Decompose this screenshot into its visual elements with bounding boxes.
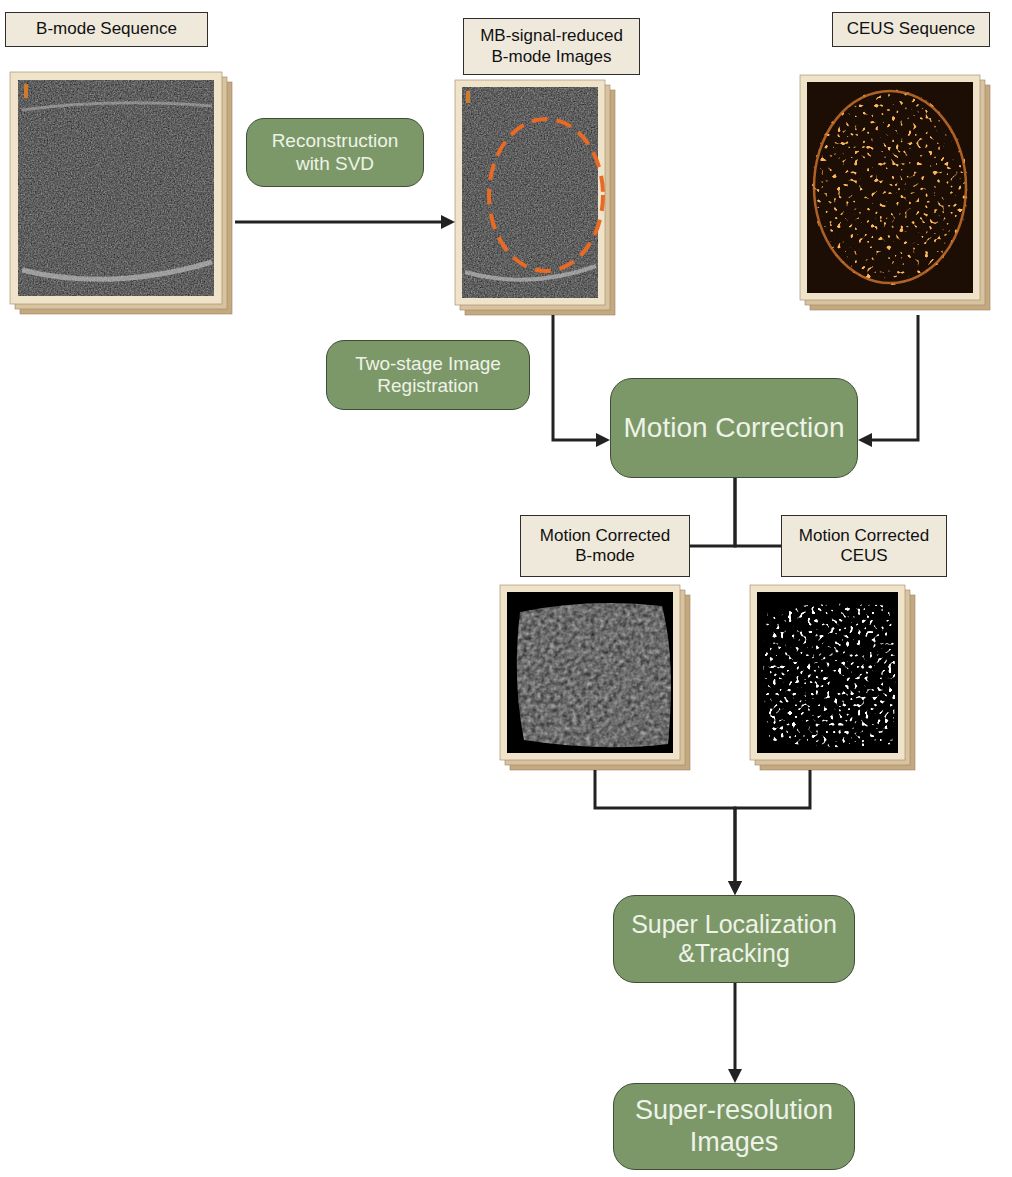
stage-label: Motion Corrected CEUS <box>790 526 938 566</box>
flow-arrow <box>734 983 737 1077</box>
stage-node: MB-signal-reduced B-mode Images <box>455 18 640 315</box>
stage-label: B-mode Sequence <box>36 19 177 39</box>
stack-layer <box>505 590 685 765</box>
process-label: Super Localization &Tracking <box>624 910 844 969</box>
ceus-stack <box>800 75 990 310</box>
roi-outline <box>489 119 603 271</box>
flow-arrow <box>690 478 735 546</box>
stack-frame <box>750 585 905 760</box>
corrected-tissue <box>507 592 673 753</box>
stage-label: Motion Corrected B-mode <box>529 526 681 566</box>
stage-label-box: Motion Corrected B-mode <box>520 515 690 577</box>
stage-label-box: MB-signal-reduced B-mode Images <box>463 18 640 75</box>
stack-frame <box>10 72 222 304</box>
stage-label: MB-signal-reduced B-mode Images <box>472 26 631 66</box>
microbubble-dots <box>807 82 973 293</box>
stack-layer <box>755 590 910 765</box>
process-label: Motion Correction <box>624 411 845 444</box>
probe-marker <box>24 84 28 98</box>
flow-arrow <box>735 478 781 546</box>
tissue-band <box>22 262 212 279</box>
tissue-band <box>22 103 212 110</box>
flow-arrow <box>235 221 449 224</box>
process-box: Motion Correction <box>610 378 858 478</box>
process-box: Two-stage Image Registration <box>326 340 530 410</box>
stack-frame <box>500 585 680 760</box>
image-background <box>507 592 673 753</box>
ultrasound-image <box>462 87 598 298</box>
process-box: Reconstruction with SVD <box>246 118 424 187</box>
organ-outline <box>814 91 966 283</box>
mc-bmode-stack <box>500 585 690 770</box>
bmode-stack <box>10 72 232 314</box>
ceus-background <box>807 82 973 293</box>
stack-layer <box>460 85 610 310</box>
stage-node: Motion Corrected B-mode <box>520 515 690 770</box>
corrected-microbubbles <box>757 592 898 753</box>
stage-label-box: CEUS Sequence <box>832 12 990 47</box>
stack-layer <box>805 80 985 305</box>
stack-layer <box>15 77 227 309</box>
mb-reduced-stack <box>455 80 615 315</box>
stage-label: CEUS Sequence <box>847 19 976 39</box>
stack-frame <box>455 80 605 305</box>
stack-frame <box>800 75 980 300</box>
flow-arrow <box>553 315 604 440</box>
stage-label-box: B-mode Sequence <box>5 12 208 47</box>
stage-node: B-mode Sequence <box>5 12 235 315</box>
process-box: Super Localization &Tracking <box>613 895 855 983</box>
process-label: Reconstruction with SVD <box>257 130 413 175</box>
stage-node: Motion Corrected CEUS <box>781 515 947 770</box>
flow-arrow <box>595 770 735 889</box>
stage-node: CEUS Sequence <box>790 12 990 315</box>
process-label: Two-stage Image Registration <box>337 353 519 398</box>
image-background <box>757 592 898 753</box>
process-label: Super-resolution Images <box>624 1095 844 1159</box>
stage-label-box: Motion Corrected CEUS <box>781 515 947 577</box>
probe-marker <box>466 91 470 103</box>
mc-ceus-stack <box>750 585 915 770</box>
flow-arrow <box>735 770 810 889</box>
flow-arrow <box>864 315 918 440</box>
process-box: Super-resolution Images <box>613 1083 855 1170</box>
ultrasound-image <box>18 80 214 296</box>
tissue-band <box>465 266 596 280</box>
